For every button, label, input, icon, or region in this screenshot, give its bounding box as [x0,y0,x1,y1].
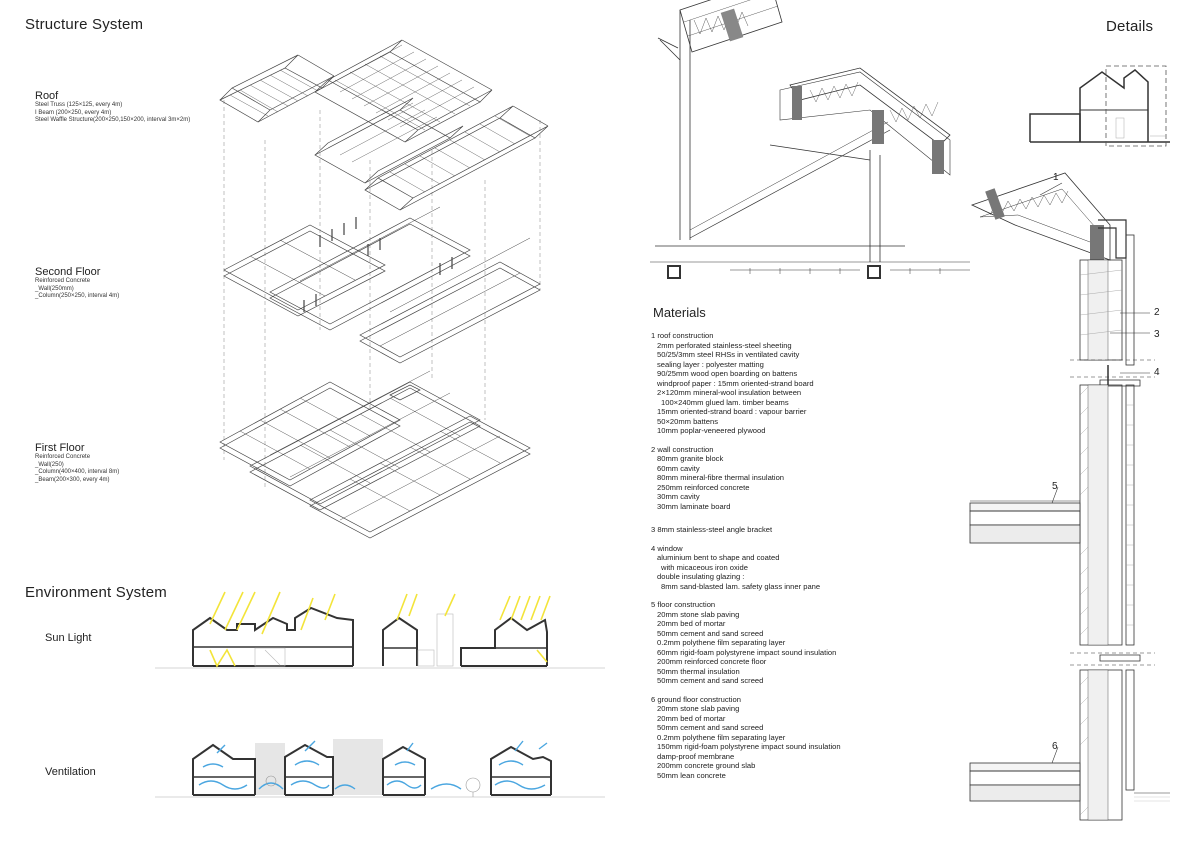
airflow-group [198,740,548,790]
material-line: windproof paper : 15mm oriented-strand b… [657,378,814,388]
second-floor-caption: Second Floor Reinforced Concrete _Wall(2… [35,266,119,301]
material-line: 150mm rigid-foam polystyrene impact soun… [657,742,841,751]
details-title: Details [1106,18,1154,35]
callout-6: 6 [1052,741,1058,752]
callout-3: 3 [1154,329,1160,340]
material-line: 60mm rigid-foam polystyrene impact sound… [657,647,837,657]
material-line: 20mm bed of mortar [657,619,726,628]
second-floor-line: _Wall(250mm) [35,285,74,292]
first-floor-model [219,370,531,539]
material-line: 8mm sand-blasted lam. safety glass inner… [661,581,821,591]
materials-list: 1 roof construction 2mm perforated stain… [651,331,841,789]
callout-4: 4 [1154,367,1160,378]
second-floor-line: Reinforced Concrete [35,278,91,284]
materials-title: Materials [653,305,706,320]
material-line: 60mm cavity [657,463,700,473]
material-line: 80mm granite block [657,454,724,463]
material-line: with micaceous iron oxide [661,562,748,572]
key-section-diagram [1029,65,1170,147]
material-line: 15mm oriented-strand board : vapour barr… [657,407,807,416]
material-group-ground-floor: 6 ground floor construction 20mm stone s… [651,695,841,781]
material-line: 200mm concrete ground slab [657,761,756,770]
material-line: sealing layer : polyester matting [657,359,764,369]
structure-system-title: Structure System [25,16,144,33]
material-heading: 6 ground floor construction [651,694,741,704]
first-floor-caption: First Floor Reinforced Concrete _Wall(25… [35,442,119,484]
material-line: 20mm stone slab paving [657,609,740,619]
roof-module [314,97,464,184]
material-line: 50mm thermal insulation [657,666,740,676]
wall-section-detail [969,172,1170,821]
material-line: 50mm cement and sand screed [657,628,764,638]
material-line: 0.2mm polythene film separating layer [657,638,786,647]
callout-1: 1 [1053,172,1059,183]
material-heading: 5 floor construction [651,600,716,609]
material-line: 0.2mm polythene film separating layer [657,732,786,742]
material-heading: 2 wall construction [651,444,714,454]
first-floor-line: _Beam(200×300, every 4m) [35,476,110,483]
first-floor-line: _Wall(250) [35,461,64,468]
roof-line: Steel Truss (125×125, every 4m) [35,102,123,108]
material-line: 50/25/3mm steel RHSs in ventilated cavit… [657,350,800,359]
first-floor-line: Reinforced Concrete [35,454,91,460]
material-line: 20mm bed of mortar [657,713,726,723]
sunlight-label: Sun Light [45,632,92,644]
material-line: 200mm reinforced concrete floor [657,657,767,666]
material-group-window: 4 window aluminium bent to shape and coa… [651,544,841,592]
first-floor-line: _Column(400×400, interval 8m) [35,469,120,475]
material-line: 50×20mm battens [657,416,718,426]
material-line: 2×120mm mineral-wool insulation between [657,388,802,397]
roof-detail-drawing [650,0,970,279]
material-line: 80mm mineral-fibre thermal insulation [657,473,785,482]
material-line: double insulating glazing : [657,572,745,581]
material-heading: 1 roof construction [651,331,714,340]
first-floor-label: First Floor [35,442,85,454]
material-group-roof: 1 roof construction 2mm perforated stain… [651,331,841,436]
callout-5: 5 [1052,481,1058,492]
exploded-axonometric [219,39,549,539]
material-group-wall: 2 wall construction 80mm granite block 6… [651,445,841,512]
material-line: 100×240mm glued lam. timber beams [661,397,789,407]
material-line: damp-proof membrane [657,751,735,761]
material-line: 250mm reinforced concrete [657,482,750,492]
roof-label: Roof [35,90,59,102]
material-line: 30mm cavity [657,492,700,501]
second-floor-model [223,206,541,364]
material-group-floor: 5 floor construction 20mm stone slab pav… [651,600,841,686]
material-line: 10mm poplar-veneered plywood [657,426,766,435]
material-line: 90/25mm wood open boarding on battens [657,369,798,378]
material-group-bracket: 3 8mm stainless-steel angle bracket [651,525,841,535]
material-line: 50mm lean concrete [657,770,726,780]
material-line: 50mm cement and sand screed [657,723,764,732]
second-floor-label: Second Floor [35,266,101,278]
ventilation-section [155,739,605,798]
sunlight-section [155,591,605,669]
roof-module [219,54,335,123]
roof-line: Steel Waffle Structure(200×250,150×200, … [35,117,191,123]
roof-caption: Roof Steel Truss (125×125, every 4m) I B… [35,90,190,125]
material-line: 50mm cement and sand screed [657,676,764,685]
sun-ray-group [209,591,551,668]
second-floor-line: _Column(250×250, interval 4m) [35,293,120,299]
callout-2: 2 [1154,307,1160,318]
environment-system-title: Environment System [25,584,167,601]
roof-module [364,105,549,211]
material-heading: 3 8mm stainless-steel angle bracket [651,525,773,534]
material-heading: 4 window [651,543,683,553]
material-line: 20mm stone slab paving [657,704,740,713]
material-line: 30mm laminate board [657,501,731,511]
material-line: aluminium bent to shape and coated [657,553,780,562]
roof-module [314,39,493,143]
material-line: 2mm perforated stainless-steel sheeting [657,340,792,350]
roof-line: I Beam (200×250, every 4m) [35,109,112,116]
ventilation-label: Ventilation [45,766,96,778]
